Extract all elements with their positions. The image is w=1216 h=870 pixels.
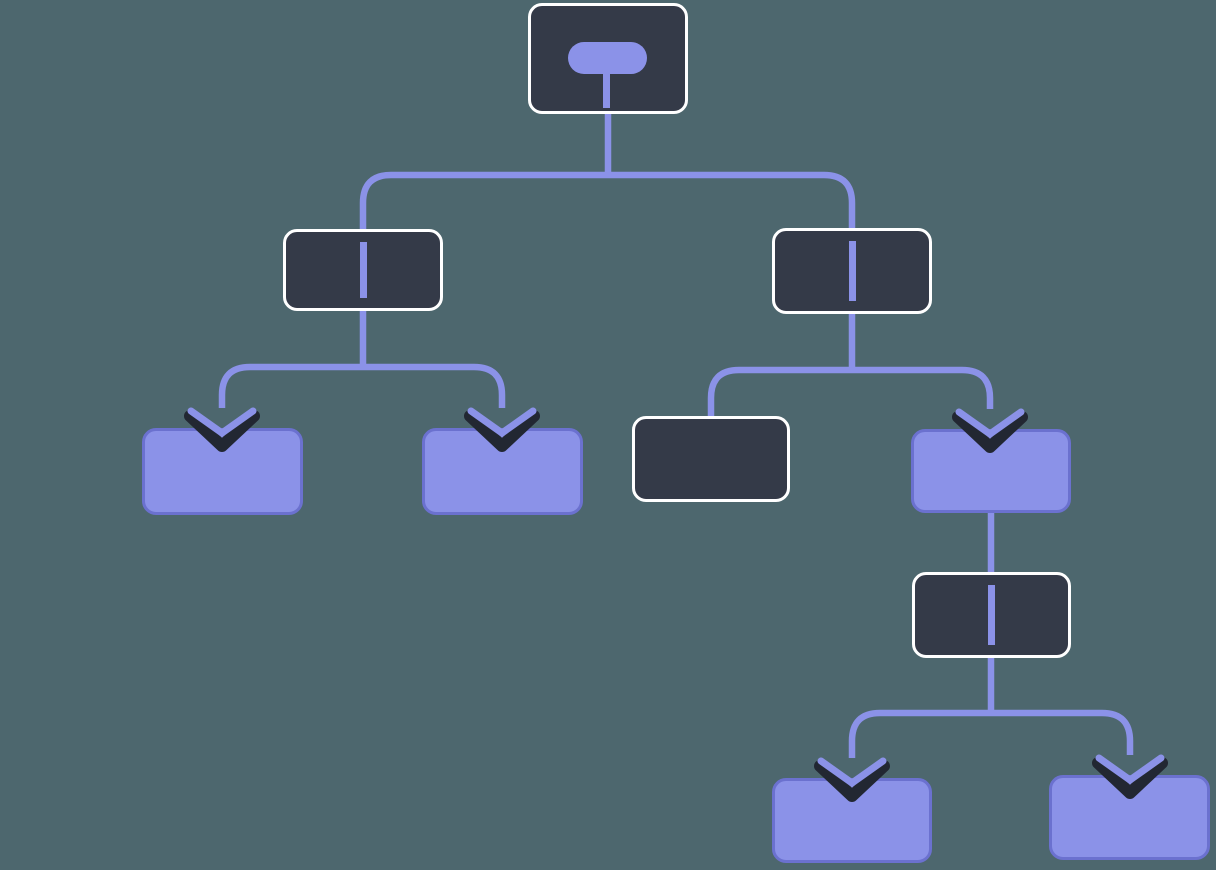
diagram-node-leaf-left-2[interactable] bbox=[422, 428, 583, 515]
diagram-node-leaf-left-1[interactable] bbox=[142, 428, 303, 515]
diagram-node-branch-left[interactable] bbox=[283, 229, 443, 311]
diagram-node-leaf-right[interactable] bbox=[911, 429, 1071, 513]
diagram-node-root[interactable] bbox=[528, 3, 688, 114]
diagram-node-branch-right-2[interactable] bbox=[912, 572, 1071, 658]
diagram-node-branch-right[interactable] bbox=[772, 228, 932, 314]
pass-through-line-icon bbox=[359, 242, 367, 298]
pass-through-line-icon bbox=[848, 241, 856, 301]
diagram-node-plain-dark[interactable] bbox=[632, 416, 790, 502]
diagram-node-leaf-bottom-2[interactable] bbox=[1049, 775, 1210, 860]
pill-icon bbox=[568, 42, 647, 74]
pass-through-line-icon bbox=[988, 585, 995, 645]
diagram-node-leaf-bottom-1[interactable] bbox=[772, 778, 932, 863]
pill-stem-icon bbox=[603, 70, 610, 108]
